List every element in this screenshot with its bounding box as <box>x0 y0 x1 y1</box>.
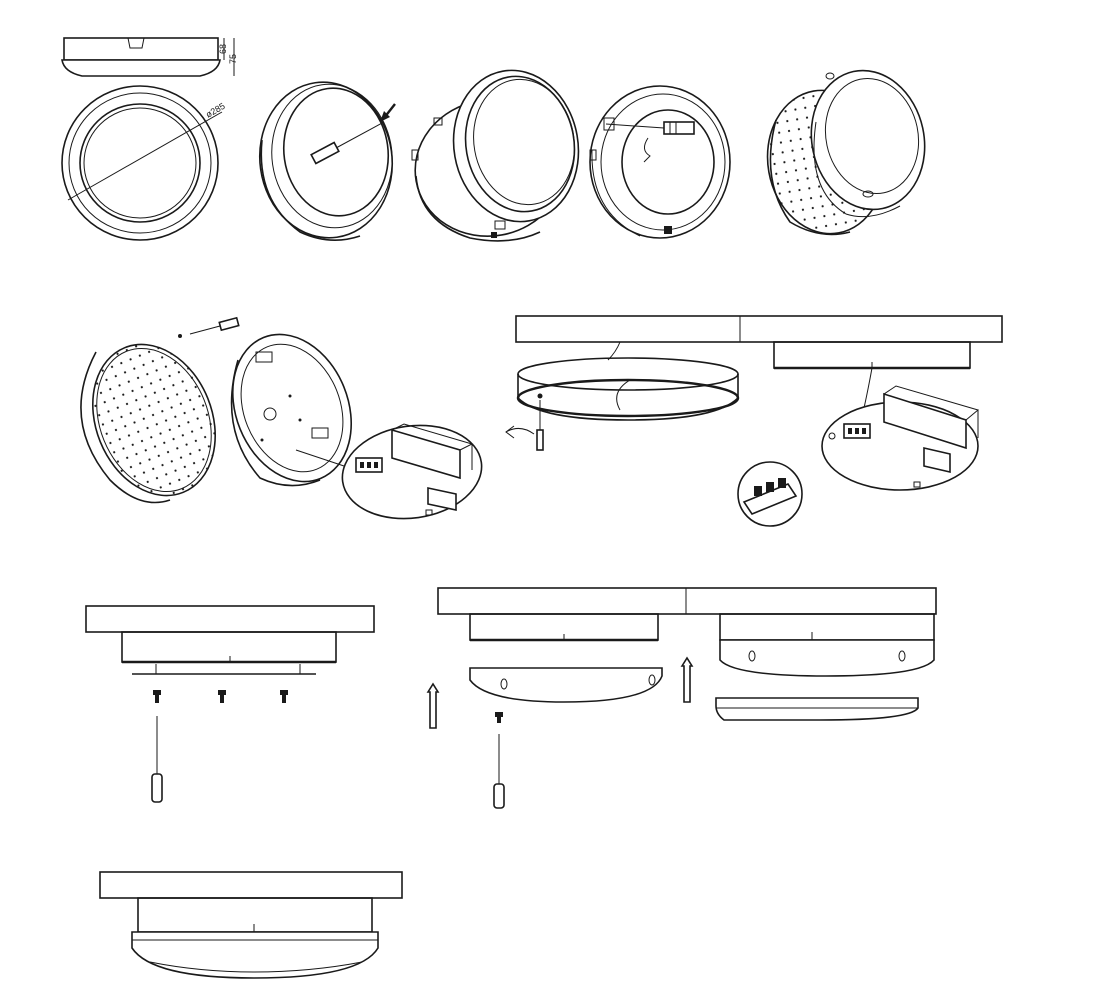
step-1-top-view: ø285 <box>61 85 227 241</box>
terminal-block-icon <box>355 457 383 473</box>
step-6-open-driver <box>80 316 483 520</box>
step-2-open-cover <box>258 81 396 241</box>
up-arrow-icon <box>680 656 694 703</box>
screwdriver-icon <box>151 716 163 803</box>
step-8-fix-screws <box>85 605 375 803</box>
step-10-finished <box>99 871 403 979</box>
driver-box-icon <box>341 423 483 520</box>
wall-icon <box>85 605 375 633</box>
screwdriver-icon <box>603 117 695 135</box>
step-7-mount-base-wiring <box>505 315 1003 527</box>
wall-icon <box>99 871 403 899</box>
step-9-attach-cover <box>426 587 937 809</box>
screwdriver-icon <box>310 121 385 165</box>
fixture-icon <box>131 897 379 979</box>
step-1-side-view: 68 75 <box>61 37 238 77</box>
dim-diameter: ø285 <box>204 101 227 120</box>
screwdriver-icon <box>178 316 240 338</box>
step-5-remove-diffuser <box>766 69 926 236</box>
terminal-zoom <box>737 461 803 527</box>
screw-icon <box>218 690 226 703</box>
screw-icon <box>280 690 288 703</box>
screw-icon <box>153 690 161 703</box>
arrow-icon <box>380 103 396 122</box>
dim-height-inner: 68 <box>218 44 228 54</box>
wall-icon <box>515 315 1003 343</box>
screw-icon <box>495 712 503 723</box>
led-board-icon <box>80 343 217 504</box>
screwdriver-icon <box>493 734 505 809</box>
step-3-remove-ring <box>411 69 580 242</box>
base-housing <box>230 333 353 487</box>
step-4-unscrew-cover <box>589 85 731 239</box>
wall-icon <box>437 587 937 615</box>
up-arrow-icon <box>426 682 440 729</box>
screwdriver-icon <box>536 393 544 451</box>
dim-height-outer: 75 <box>228 54 238 64</box>
terminal-block-icon <box>843 423 871 439</box>
